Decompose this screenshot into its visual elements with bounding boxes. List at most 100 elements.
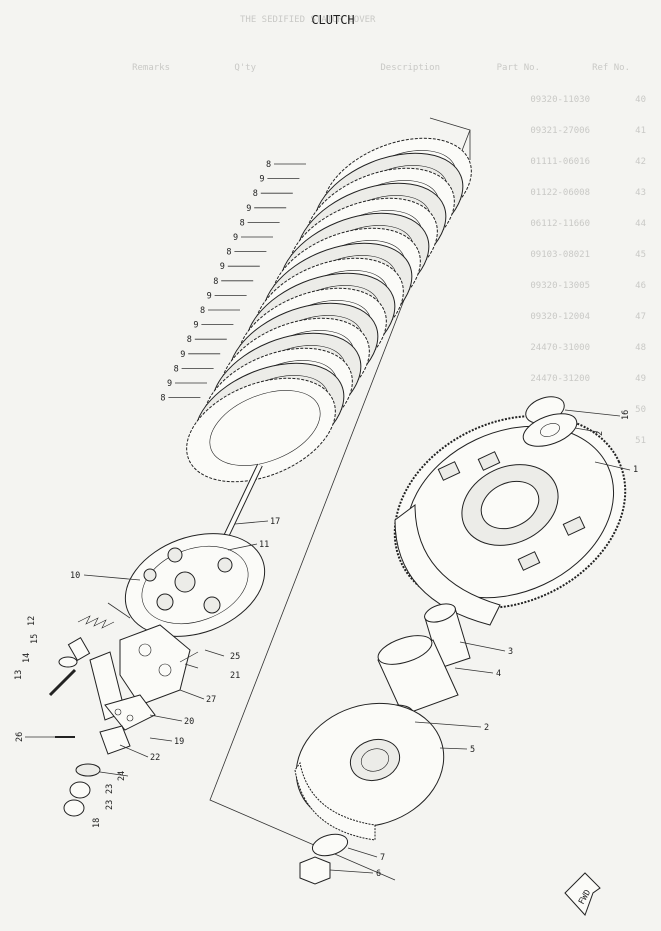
callout-leader (439, 747, 468, 750)
ghost-row-part: 01122-06008 (530, 188, 590, 198)
callout-21: 21 (230, 671, 240, 681)
plate-callout: 8 (187, 335, 192, 345)
callout-leader (329, 869, 374, 874)
ghost-header: THE SEDIFIED STATOR COVER (240, 15, 376, 25)
ghost-row-ref: 46 (635, 281, 646, 291)
clutch-sleeve-hub (294, 702, 445, 841)
callout-labels: 1 2 16 3 4 2 5 7 6 17 11 10 12 15 14 13 … (14, 160, 638, 879)
friction-plate (186, 377, 336, 483)
ghost-row-ref: 40 (635, 95, 646, 105)
callout-leader (347, 847, 378, 858)
callout-leader (564, 409, 621, 417)
callout-11: 11 (259, 540, 269, 550)
ghost-row-ref: 51 (635, 436, 646, 446)
ghost-row-ref: 44 (635, 219, 646, 229)
spacer-and-bushing (377, 603, 471, 716)
ghost-row-ref: 49 (635, 374, 646, 384)
callout-13: 13 (14, 670, 24, 680)
spring-retainer (67, 637, 91, 661)
callout-leader (107, 602, 131, 619)
ghost-row-ref: 50 (635, 405, 646, 415)
plate-callout: 9 (220, 262, 225, 272)
ghost-col-ref: Ref No. (592, 63, 630, 73)
ghost-row-part: 09320-11030 (530, 95, 590, 105)
ghost-row-part: 09320-12004 (530, 312, 590, 322)
callout-leader (83, 574, 141, 581)
pressure-plate (124, 533, 266, 637)
plate-callout: 9 (180, 350, 185, 360)
callout-23b: 23 (105, 800, 115, 810)
ghost-row-part: 01111-06016 (530, 157, 590, 167)
plate-callout: 9 (246, 204, 251, 214)
assembly-boundary (209, 117, 471, 881)
adjuster-block (99, 725, 131, 755)
callout-27: 27 (206, 695, 216, 705)
plate-callout: 8 (240, 218, 245, 228)
plate-callout: 8 (226, 248, 231, 258)
callout-10: 10 (70, 571, 80, 581)
callout-leader (227, 543, 258, 551)
callout-19: 19 (174, 737, 184, 747)
callout-17: 17 (270, 517, 280, 527)
callout-7: 7 (380, 853, 385, 863)
plate-callout: 9 (167, 379, 172, 389)
callout-leader (574, 427, 599, 433)
clutch-plate-stack (186, 137, 472, 483)
ghost-row-part: 24470-31000 (530, 343, 590, 353)
ghost-row-part: 06112-11660 (530, 219, 590, 229)
callout-18: 18 (92, 818, 102, 828)
callout-leader (459, 641, 506, 652)
callout-1: 1 (633, 465, 638, 475)
plate-callout: 8 (213, 277, 218, 287)
plate-callout: 9 (259, 175, 264, 185)
release-lever-assembly (55, 624, 199, 817)
plate-callout: 8 (253, 189, 258, 199)
o-ring (75, 763, 101, 777)
callout-22: 22 (150, 753, 160, 763)
callout-leader (149, 714, 183, 722)
lock-nut (69, 781, 91, 799)
callout-15: 15 (30, 634, 40, 644)
plate-callout: 8 (160, 394, 165, 404)
callout-14: 14 (22, 653, 32, 663)
callout-20: 20 (184, 717, 194, 727)
thrust-washer-2 (522, 413, 578, 447)
callout-23a: 23 (105, 784, 115, 794)
callout-leader (204, 649, 225, 657)
ghost-row-ref: 42 (635, 157, 646, 167)
callout-25: 25 (230, 652, 240, 662)
ghost-col-desc: Description (380, 63, 440, 73)
callout-leader (594, 461, 631, 471)
callout-24: 24 (117, 771, 127, 781)
bleed-through-table: THE SEDIFIED STATOR COVER Ref No. Part N… (132, 15, 646, 446)
callout-leader (184, 663, 199, 669)
clutch-outer-housing (393, 414, 627, 626)
plate-callout: 9 (207, 291, 212, 301)
callout-leader (454, 667, 494, 674)
ghost-row-ref: 41 (635, 126, 646, 136)
diagram-title: CLUTCH (311, 13, 354, 27)
ghost-col-part: Part No. (497, 63, 540, 73)
callout-leader (119, 744, 149, 758)
ghost-col-remarks: Remarks (132, 63, 170, 73)
lock-washer (311, 833, 349, 857)
ghost-row-ref: 45 (635, 250, 646, 260)
callout-2: 2 (595, 431, 605, 436)
callout-leader (149, 737, 173, 742)
plate-bore (209, 390, 321, 466)
callout-leader (414, 721, 482, 728)
ghost-col-qty: Q'ty (234, 63, 256, 73)
ghost-row-part: 09103-08021 (530, 250, 590, 260)
plate-callout: 9 (193, 321, 198, 331)
callout-12: 12 (27, 616, 37, 626)
ghost-row-part: 09321-27006 (530, 126, 590, 136)
callout-leader (99, 771, 129, 777)
callout-2b: 2 (484, 723, 489, 733)
ghost-row-part: 09320-13005 (530, 281, 590, 291)
fwd-arrow: FWD (564, 872, 601, 916)
callout-5: 5 (470, 745, 475, 755)
ghost-row-ref: 48 (635, 343, 646, 353)
callout-3: 3 (508, 647, 513, 657)
